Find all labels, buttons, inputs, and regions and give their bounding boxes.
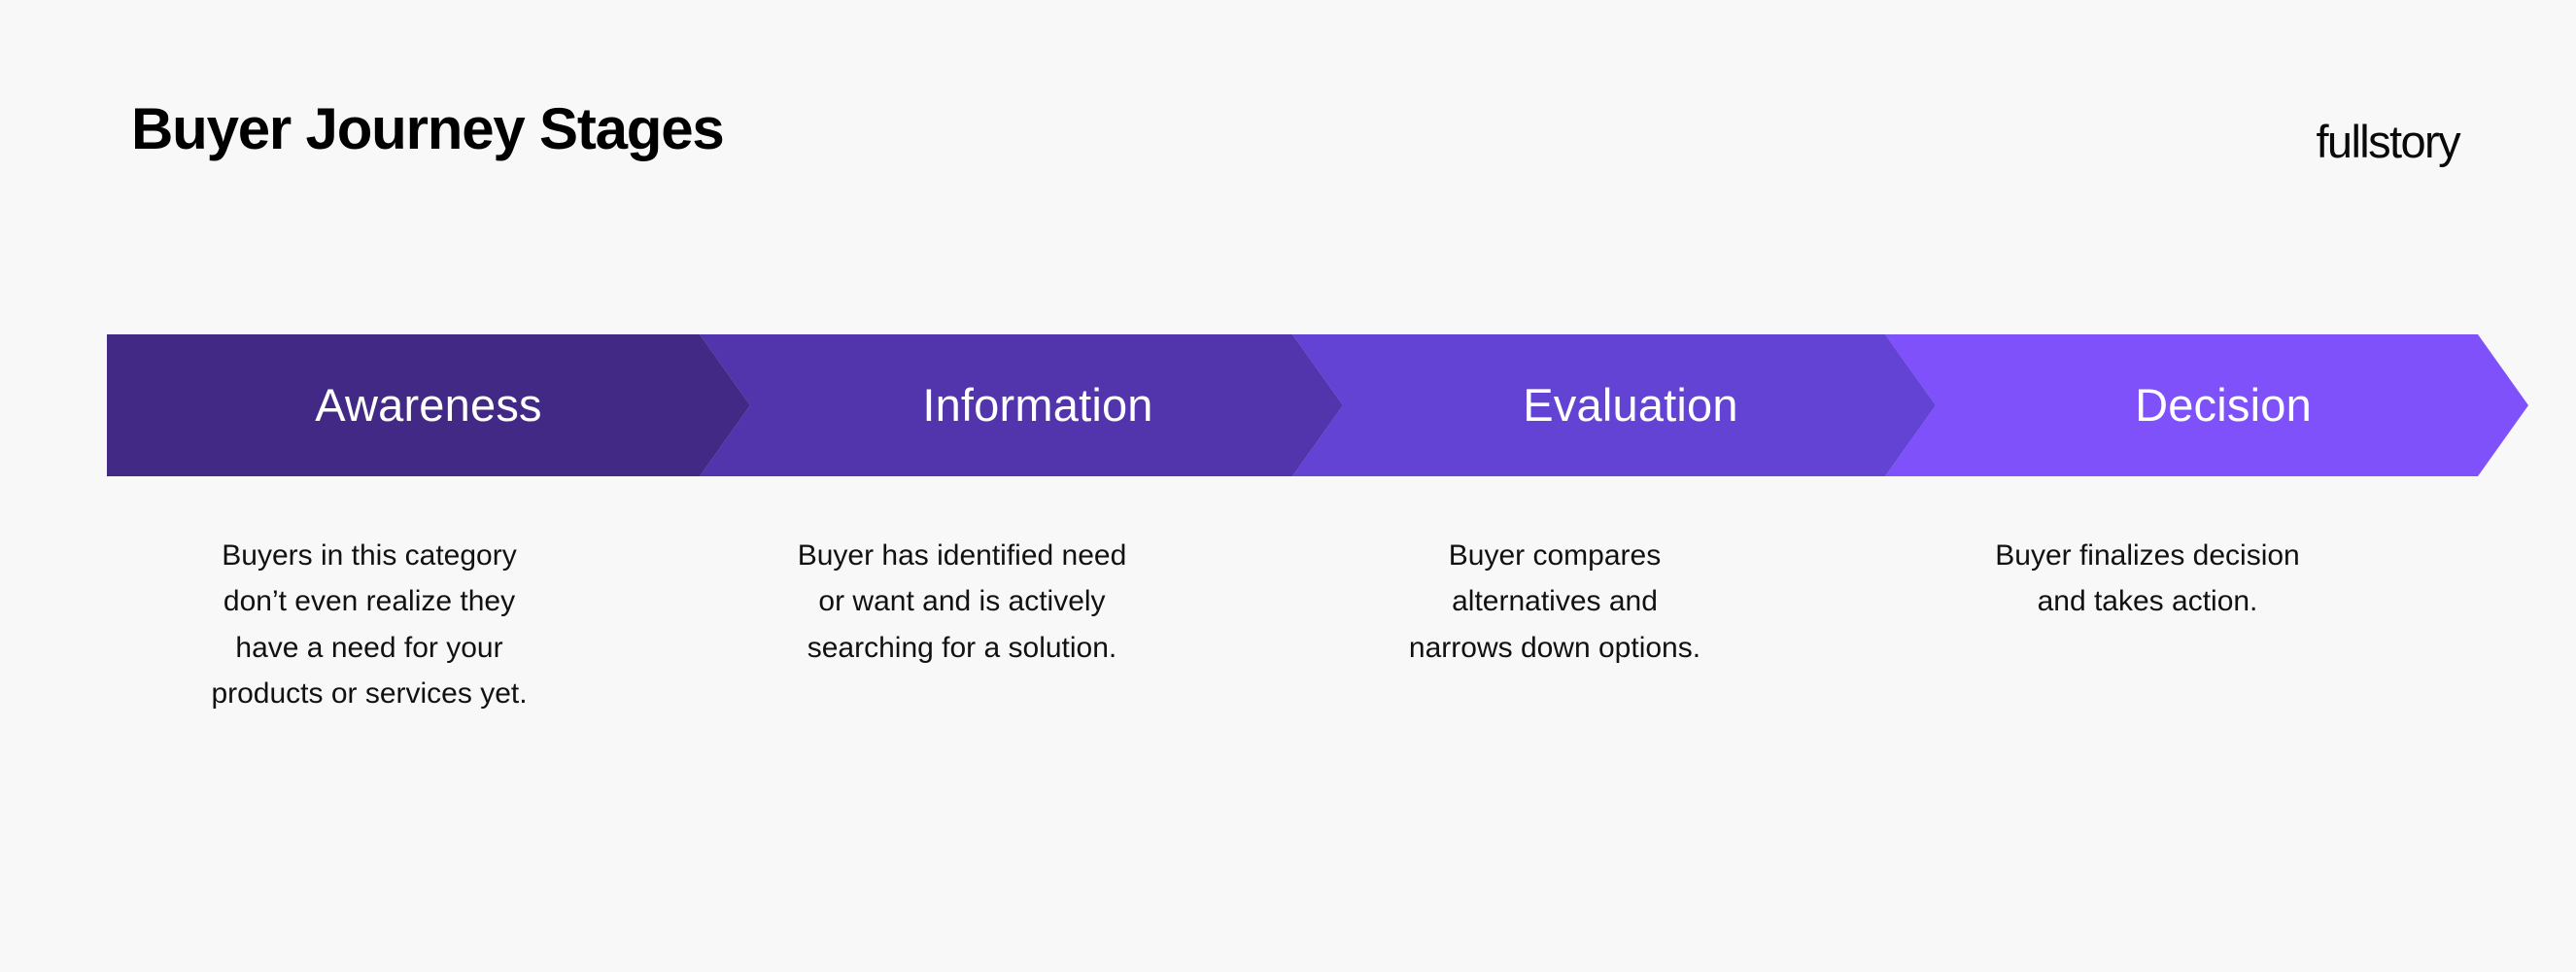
stage-chevron-evaluation[interactable]: Evaluation (1292, 334, 1936, 476)
fullstory-logo: fullstory (2316, 116, 2460, 167)
stage-label-awareness: Awareness (315, 378, 542, 431)
stage-label-decision: Decision (2135, 378, 2312, 431)
page-title: Buyer Journey Stages (131, 96, 725, 161)
stage-label-evaluation: Evaluation (1523, 378, 1738, 431)
stage-chevron-information[interactable]: Information (700, 334, 1343, 476)
stage-chevron-decision[interactable]: Decision (1885, 334, 2528, 476)
stage-flow: Awareness Information Evaluation Decisio… (107, 334, 2483, 476)
stage-chevron-awareness[interactable]: Awareness (107, 334, 750, 476)
stage-label-information: Information (922, 378, 1153, 431)
header: Buyer Journey Stages fullstory (0, 0, 2576, 224)
